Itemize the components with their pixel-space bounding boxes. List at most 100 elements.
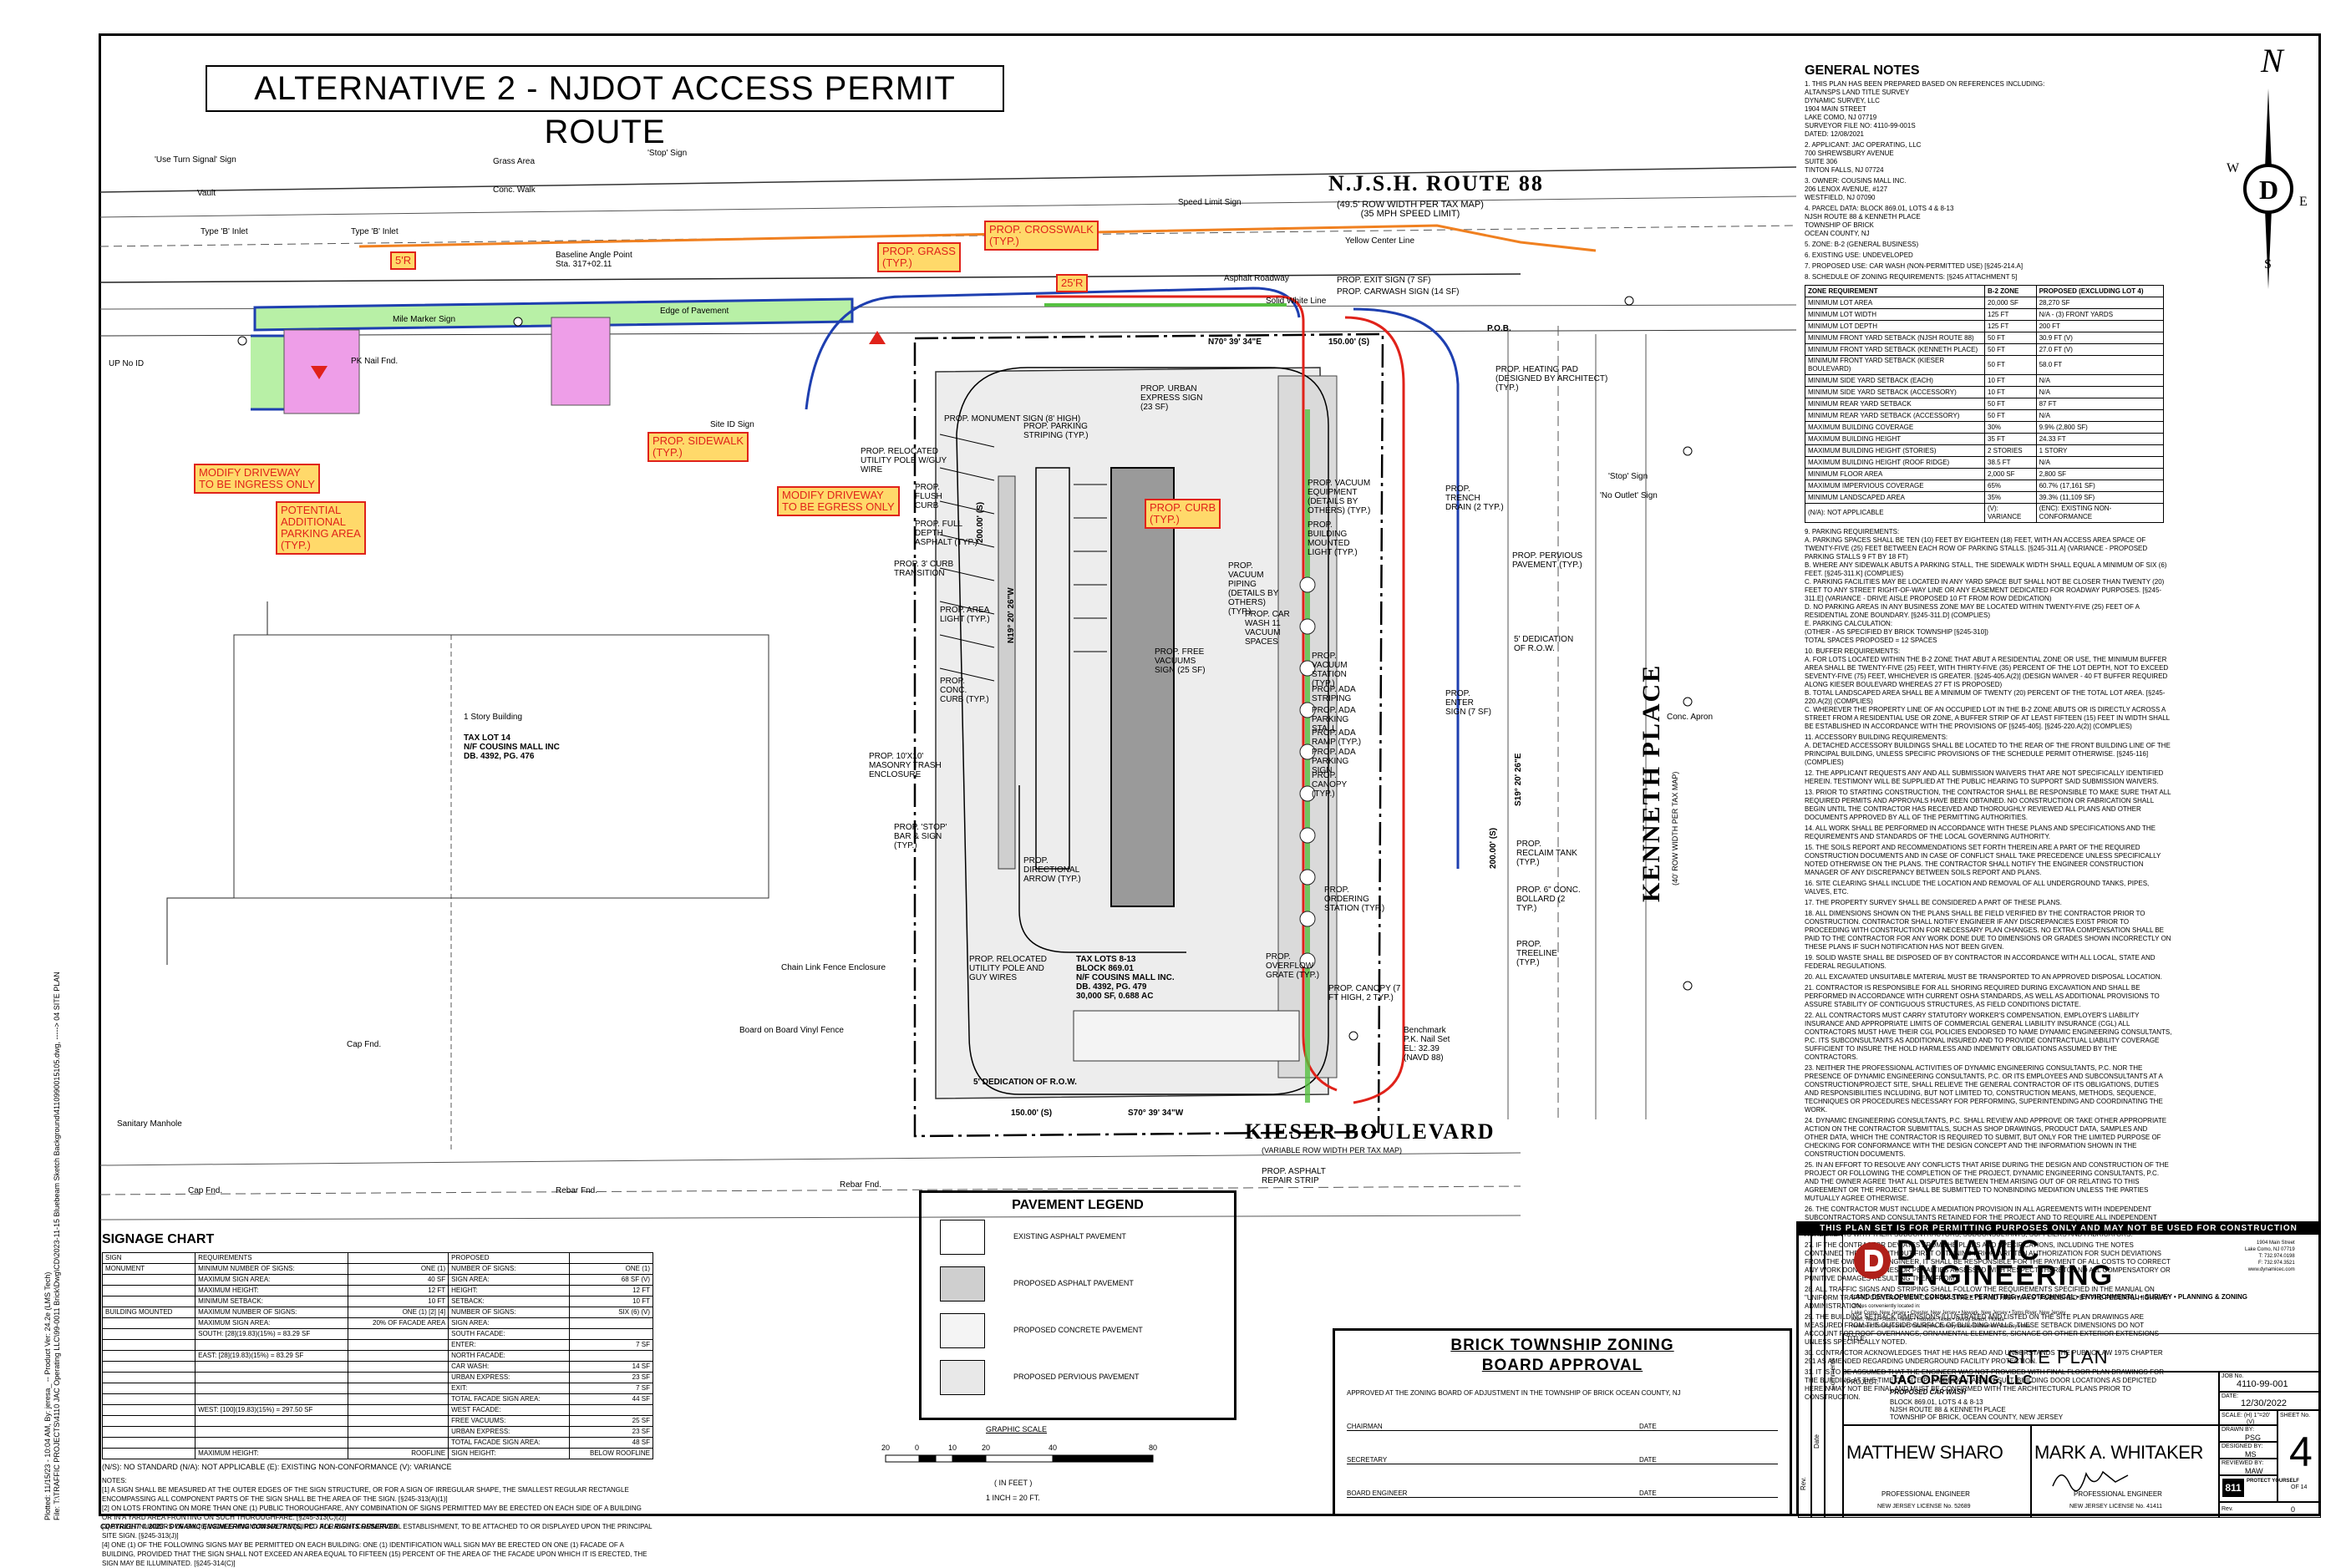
signage-cell: [348, 1372, 449, 1383]
legend-row: EXISTING ASPHALT PAVEMENT: [922, 1220, 1234, 1266]
callout-curb: PROP. CURB (TYP.): [1145, 499, 1221, 529]
signage-cell: SIGN AREA:: [448, 1274, 570, 1286]
prop-bollard: PROP. 6" CONC. BOLLARD (2 TYP.): [1516, 885, 1581, 913]
signage-cell: 23 SF: [568, 1372, 653, 1383]
signage-cell: NUMBER OF SIGNS:: [448, 1263, 570, 1275]
prop-stop-bar: PROP. 'STOP' BAR & SIGN (TYP.): [894, 823, 947, 850]
general-note-item: 1. THIS PLAN HAS BEEN PREPARED BASED ON …: [1805, 80, 2045, 138]
legend-label: PROPOSED PERVIOUS PAVEMENT: [1013, 1373, 1140, 1381]
signage-cell: [568, 1350, 653, 1362]
svg-text:E: E: [2299, 195, 2308, 209]
road-route-88: N.J.S.H. ROUTE 88: [1328, 171, 1544, 195]
job-number: 4110-99-001: [2237, 1379, 2288, 1389]
project-name: JAC OPERATING, LLC: [1890, 1373, 2033, 1388]
signage-cell: SIX (6) (V): [568, 1307, 653, 1318]
label-benchmark: Benchmark P.K. Nail Set EL: 32.39 (NAVD …: [1404, 1026, 1450, 1063]
zone-table-cell: MINIMUM REAR YARD SETBACK: [1805, 398, 1985, 410]
label-site-id: Site ID Sign: [710, 420, 754, 429]
signage-cell: FREE VACUUMS:: [448, 1415, 570, 1427]
signage-cell: 12 FT: [348, 1285, 449, 1297]
company-services: LAND DEVELOPMENT CONSULTING • PERMITTING…: [1851, 1293, 2248, 1301]
zone-table-cell: 200 FT: [2035, 320, 2165, 332]
signage-cell: [101, 1426, 196, 1438]
engineer2-title: PROFESSIONAL ENGINEER: [2074, 1490, 2162, 1498]
callout-25r: 25'R: [1056, 274, 1089, 292]
signage-cell: SOUTH: [28](19.83)(15%) = 83.29 SF: [195, 1328, 349, 1340]
svg-text:D: D: [2259, 175, 2278, 205]
zone-table-row: MINIMUM FRONT YARD SETBACK (NJSH ROUTE 8…: [1805, 332, 2165, 344]
signage-cell: [195, 1415, 349, 1427]
general-note-item: 18. ALL DIMENSIONS SHOWN ON THE PLANS SH…: [1805, 910, 2171, 951]
project-row: [1843, 1372, 2219, 1425]
signage-cell: MAXIMUM SIGN AREA:: [195, 1274, 349, 1286]
signage-cell: URBAN EXPRESS:: [448, 1426, 570, 1438]
signage-cell: BUILDING MOUNTED: [101, 1307, 196, 1318]
signage-cell: ONE (1) [2] [4]: [348, 1307, 449, 1318]
signage-cell: ONE (1): [348, 1263, 449, 1275]
general-note-item: 8. SCHEDULE OF ZONING REQUIREMENTS: [§24…: [1805, 273, 2018, 281]
signage-cell: [195, 1393, 349, 1405]
road-route-88-sub: (49.5' ROW WIDTH PER TAX MAP) (35 MPH SP…: [1337, 200, 1484, 219]
signage-cell: MONUMENT: [101, 1263, 196, 1275]
prop-ada-striping: PROP. ADA STRIPING: [1312, 685, 1356, 703]
prop-overflow-grate: PROP. OVERFLOW GRATE (TYP.): [1266, 952, 1320, 980]
prop-free-vacuums: PROP. FREE VACUUMS SIGN (25 SF): [1155, 647, 1206, 675]
pavement-legend: PAVEMENT LEGEND EXISTING ASPHALT PAVEMEN…: [919, 1190, 1236, 1420]
signage-row: CAR WASH:14 SF: [101, 1361, 653, 1373]
signature-date-label: DATE: [1639, 1489, 1657, 1497]
label-dedication: 5' DEDICATION OF R.O.W.: [973, 1078, 1077, 1087]
signage-cell: [101, 1296, 196, 1307]
signature-date-label: DATE: [1639, 1423, 1657, 1430]
prop-ada-stall: PROP. ADA PARKING STALL: [1312, 706, 1356, 733]
prop-directional-arrow: PROP. DIRECTIONAL ARROW (TYP.): [1023, 856, 1081, 884]
label-building: 1 Story Building: [464, 713, 523, 722]
general-note-item: 30. CONTRACTOR ACKNOWLEDGES THAT HE HAS …: [1805, 1349, 2163, 1365]
prop-relocated-pole-2: PROP. RELOCATED UTILITY POLE AND GUY WIR…: [969, 955, 1047, 982]
signage-cell: [101, 1285, 196, 1297]
zone-table-cell: 35 FT: [1984, 433, 2037, 445]
callout-egress: MODIFY DRIVEWAY TO BE EGRESS ONLY: [777, 486, 900, 516]
zone-table-cell: MINIMUM FRONT YARD SETBACK (KENNETH PLAC…: [1805, 343, 1985, 356]
zone-table-cell: 125 FT: [1984, 308, 2037, 321]
label-board-fence: Board on Board Vinyl Fence: [739, 1026, 844, 1035]
signage-cell: URBAN EXPRESS:: [448, 1372, 570, 1383]
signage-cell: NUMBER OF SIGNS:: [448, 1307, 570, 1318]
zone-table-cell: 10 FT: [1984, 374, 2037, 387]
prop-trash-enclosure: PROP. 10'X10' MASONRY TRASH ENCLOSURE: [869, 752, 942, 779]
engineer1-title: PROFESSIONAL ENGINEER: [1881, 1490, 1970, 1498]
zone-table-cell: MINIMUM REAR YARD SETBACK (ACCESSORY): [1805, 409, 1985, 422]
signage-cell: [101, 1339, 196, 1351]
label-no-outlet: 'No Outlet' Sign: [1600, 491, 1658, 500]
scale-tick-label: 20: [881, 1444, 890, 1452]
signage-cell: 10 FT: [568, 1296, 653, 1307]
call-811-icon: 811: [2222, 1479, 2244, 1497]
zone-table-row: MINIMUM FRONT YARD SETBACK (KIESER BOULE…: [1805, 355, 2165, 375]
zone-table-cell: 27.0 FT (V): [2035, 343, 2165, 356]
zone-table-cell: 87 FT: [2035, 398, 2165, 410]
signage-cell: [101, 1383, 196, 1394]
legend-label: PROPOSED CONCRETE PAVEMENT: [1013, 1326, 1143, 1334]
scale-tick-label: 40: [1049, 1444, 1057, 1452]
prop-heating-pad: PROP. HEATING PAD (DESIGNED BY ARCHITECT…: [1495, 365, 1608, 393]
scale-cell: [2219, 1410, 2277, 1425]
general-note-item: 13. PRIOR TO STARTING CONSTRUCTION, THE …: [1805, 789, 2171, 821]
signage-cell: [101, 1361, 196, 1373]
zone-table-cell: PROPOSED (EXCLUDING LOT 4): [2035, 285, 2165, 297]
date-cell: [2219, 1392, 2321, 1410]
signage-cell: [101, 1317, 196, 1329]
signage-cell: [195, 1372, 349, 1383]
label-stop-sign-2: 'Stop' Sign: [1608, 472, 1648, 481]
copyright: COPYRIGHT © 2023 - DYNAMIC ENGINEERING C…: [100, 1523, 399, 1530]
signage-cell: 14 SF: [568, 1361, 653, 1373]
general-note-item: 14. ALL WORK SHALL BE PERFORMED IN ACCOR…: [1805, 825, 2156, 840]
signage-row: URBAN EXPRESS:23 SF: [101, 1372, 653, 1383]
revision-column-comments: [1825, 1235, 1843, 1518]
zone-table-cell: N/A: [2035, 456, 2165, 469]
zoning-board-approval: BRICK TOWNSHIP ZONING BOARD APPROVAL APP…: [1333, 1328, 1792, 1516]
